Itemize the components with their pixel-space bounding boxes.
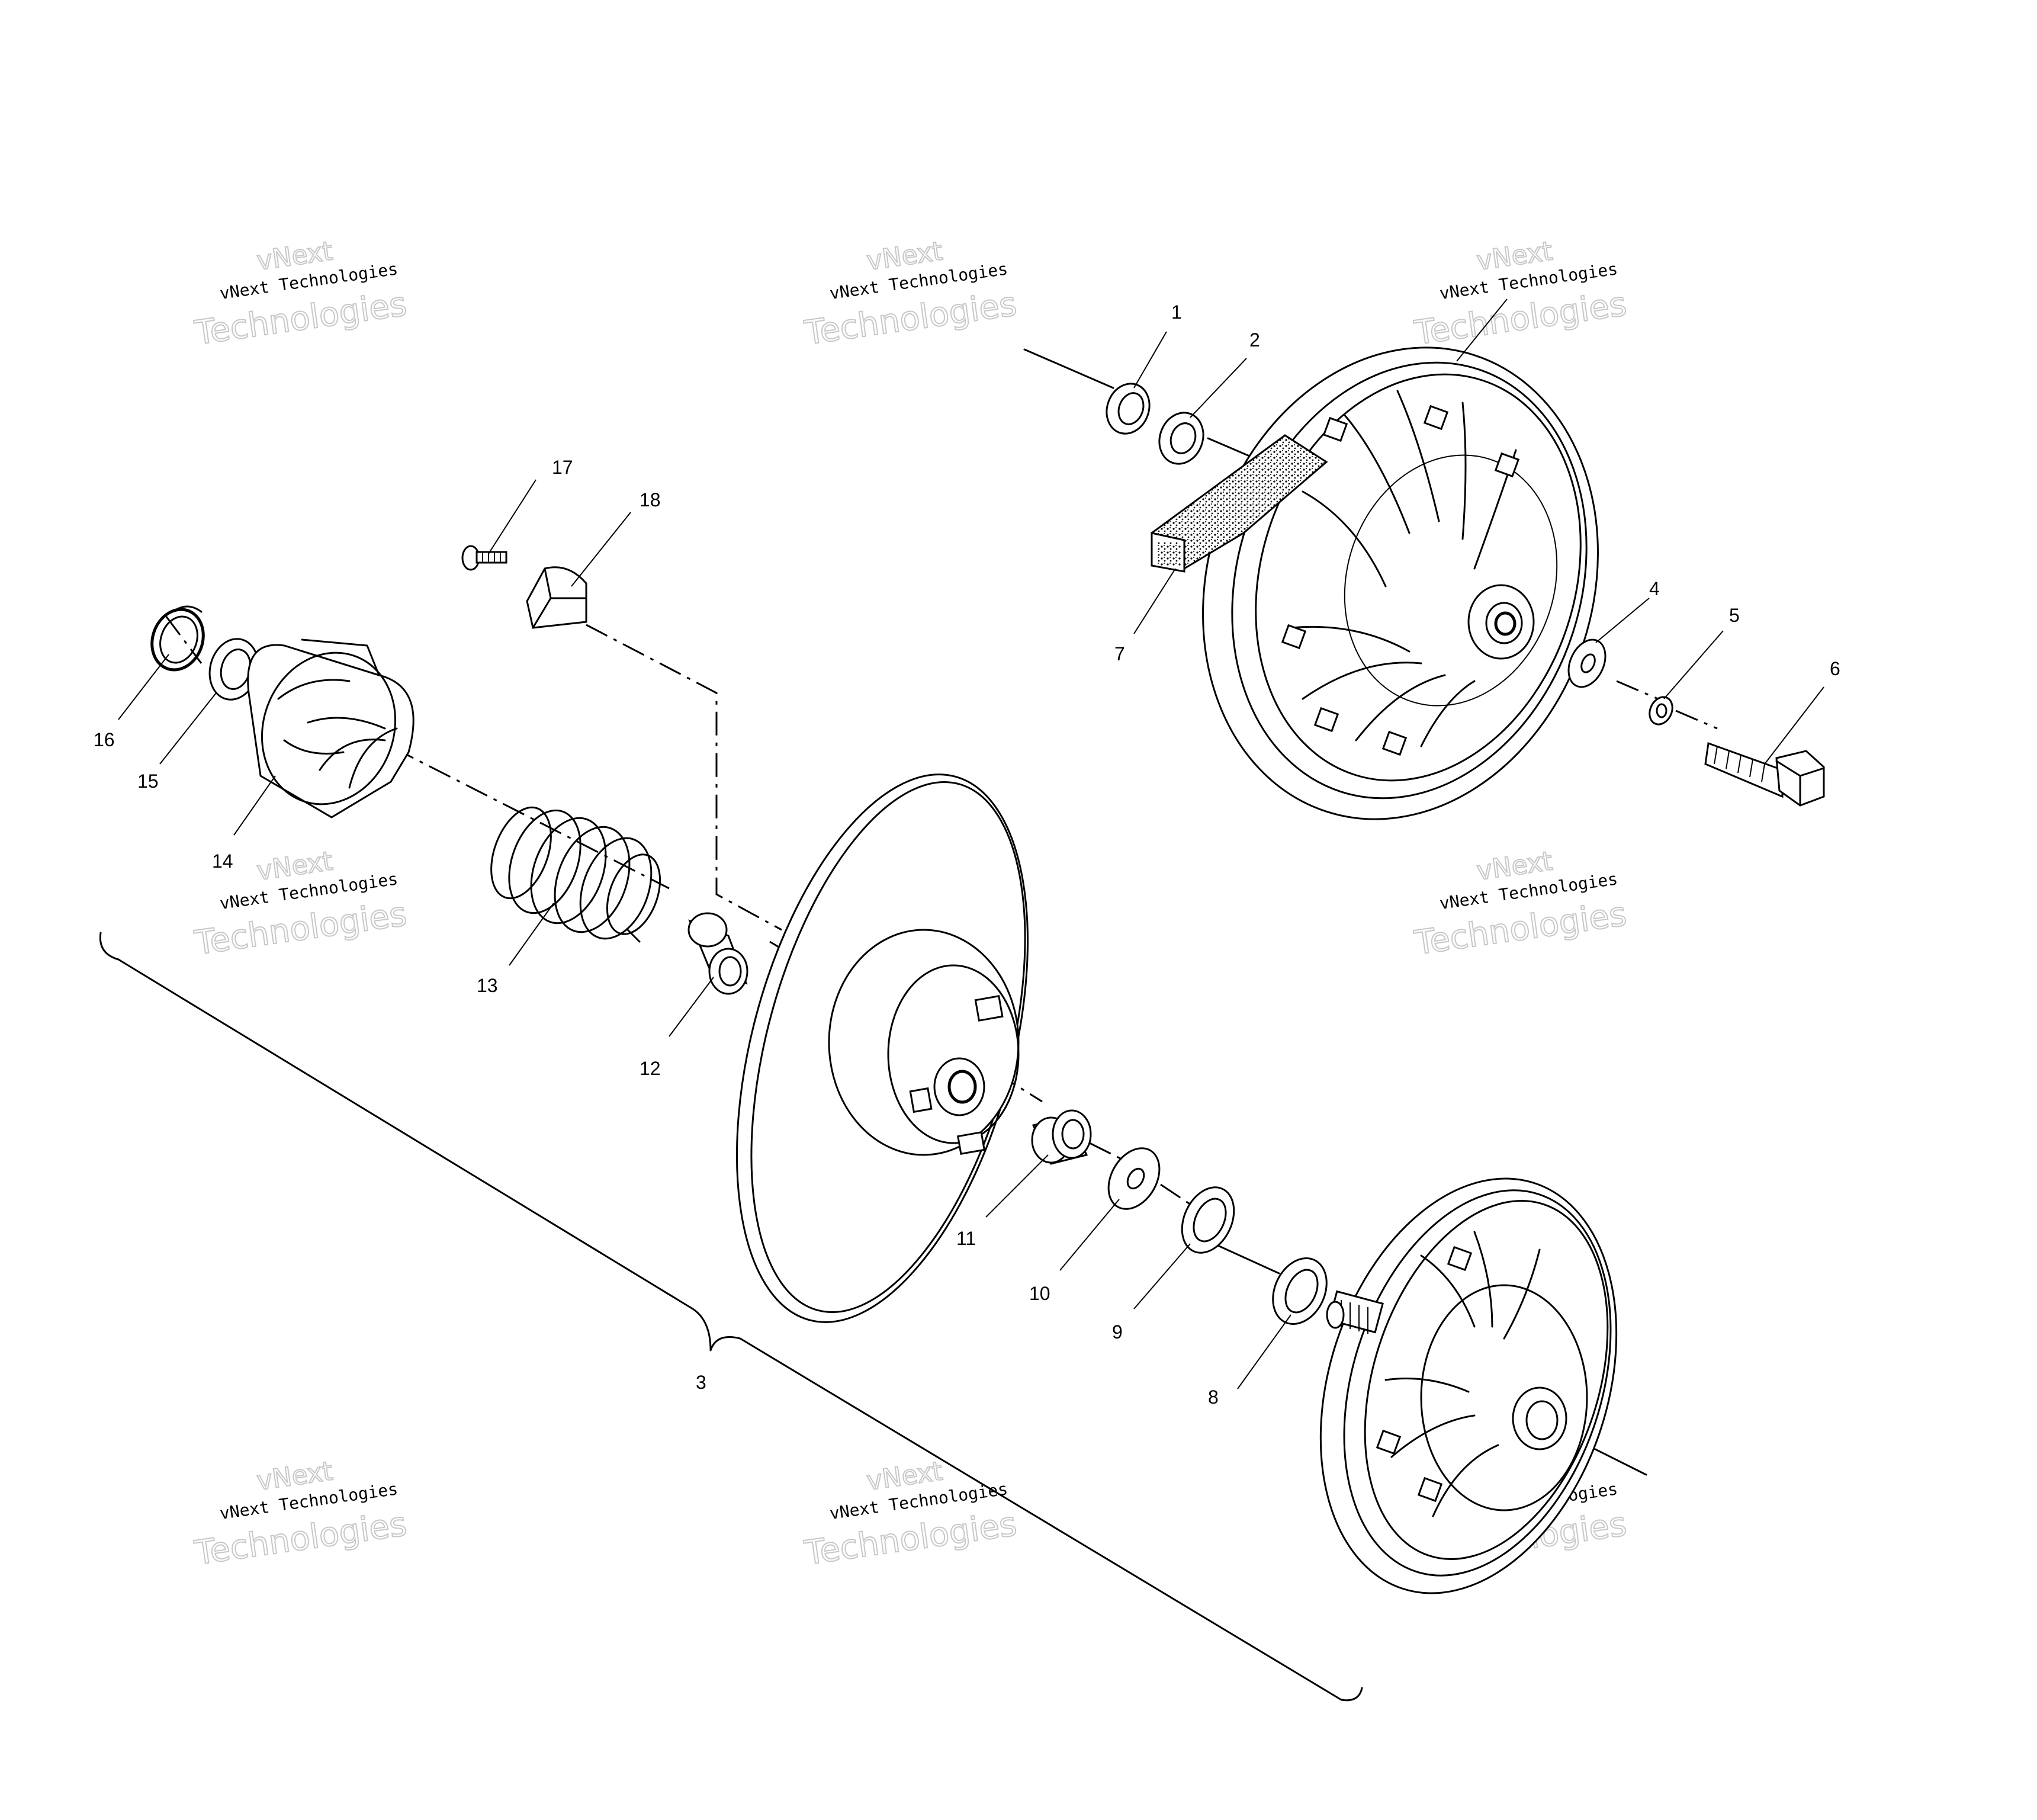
watermark-top-left: vNext vNext Technologies Technologies bbox=[192, 235, 410, 353]
callout-4: 4 bbox=[1649, 578, 1660, 599]
part-2-washer bbox=[1158, 412, 1204, 465]
watermark-top-right: vNext vNext Technologies Technologies bbox=[1412, 235, 1630, 353]
callout-7: 7 bbox=[1114, 643, 1125, 665]
leader-lines bbox=[118, 298, 1824, 1389]
part-14-cam bbox=[247, 638, 415, 818]
callout-14: 14 bbox=[212, 850, 233, 872]
callout-9: 9 bbox=[1112, 1321, 1123, 1343]
callout-6: 6 bbox=[1830, 658, 1840, 679]
callout-17: 17 bbox=[552, 457, 573, 478]
part-13-spring bbox=[490, 806, 661, 943]
watermark-mid-right: vNext vNext Technologies Technologies bbox=[1412, 845, 1630, 963]
callout-10: 10 bbox=[1029, 1283, 1050, 1304]
callout-13: 13 bbox=[477, 975, 498, 996]
part-11-bushing bbox=[1031, 1109, 1092, 1165]
part-5-lock-washer bbox=[1649, 696, 1673, 726]
part-7-belt-block bbox=[1151, 434, 1328, 573]
callout-18: 18 bbox=[640, 489, 661, 511]
part-16-snap-ring bbox=[150, 605, 205, 672]
part-6-bolt bbox=[1704, 742, 1825, 807]
part-9-washer bbox=[1181, 1186, 1235, 1254]
callouts: 1 2 3 4 5 6 7 8 9 10 11 12 13 14 15 16 1… bbox=[94, 301, 1840, 1408]
part-1-bushing bbox=[1106, 383, 1151, 435]
part-17-screw bbox=[461, 545, 507, 571]
part-12-bushing bbox=[687, 912, 748, 995]
callout-16: 16 bbox=[94, 729, 115, 750]
callout-2: 2 bbox=[1249, 329, 1260, 351]
part-fixed-sheave-bottom bbox=[1319, 1177, 1618, 1594]
part-8-washer bbox=[1272, 1257, 1328, 1325]
part-movable-sheave bbox=[735, 773, 1029, 1323]
watermark-top-center: vNext vNext Technologies Technologies bbox=[802, 235, 1020, 353]
part-18-weight bbox=[526, 566, 587, 629]
callout-12: 12 bbox=[640, 1058, 661, 1079]
watermark-bottom-left: vNext vNext Technologies Technologies bbox=[192, 1455, 410, 1573]
watermark-bottom-center: vNext vNext Technologies Technologies bbox=[802, 1455, 1020, 1573]
assembly-bracket bbox=[99, 932, 1363, 1702]
callout-11: 11 bbox=[956, 1228, 976, 1249]
callout-8: 8 bbox=[1208, 1386, 1219, 1408]
callout-5: 5 bbox=[1729, 605, 1740, 626]
callout-15: 15 bbox=[137, 771, 159, 792]
part-fixed-sheave-top bbox=[1202, 346, 1599, 820]
part-10-washer bbox=[1107, 1147, 1161, 1210]
callout-3: 3 bbox=[696, 1372, 706, 1393]
callout-1: 1 bbox=[1171, 301, 1182, 323]
